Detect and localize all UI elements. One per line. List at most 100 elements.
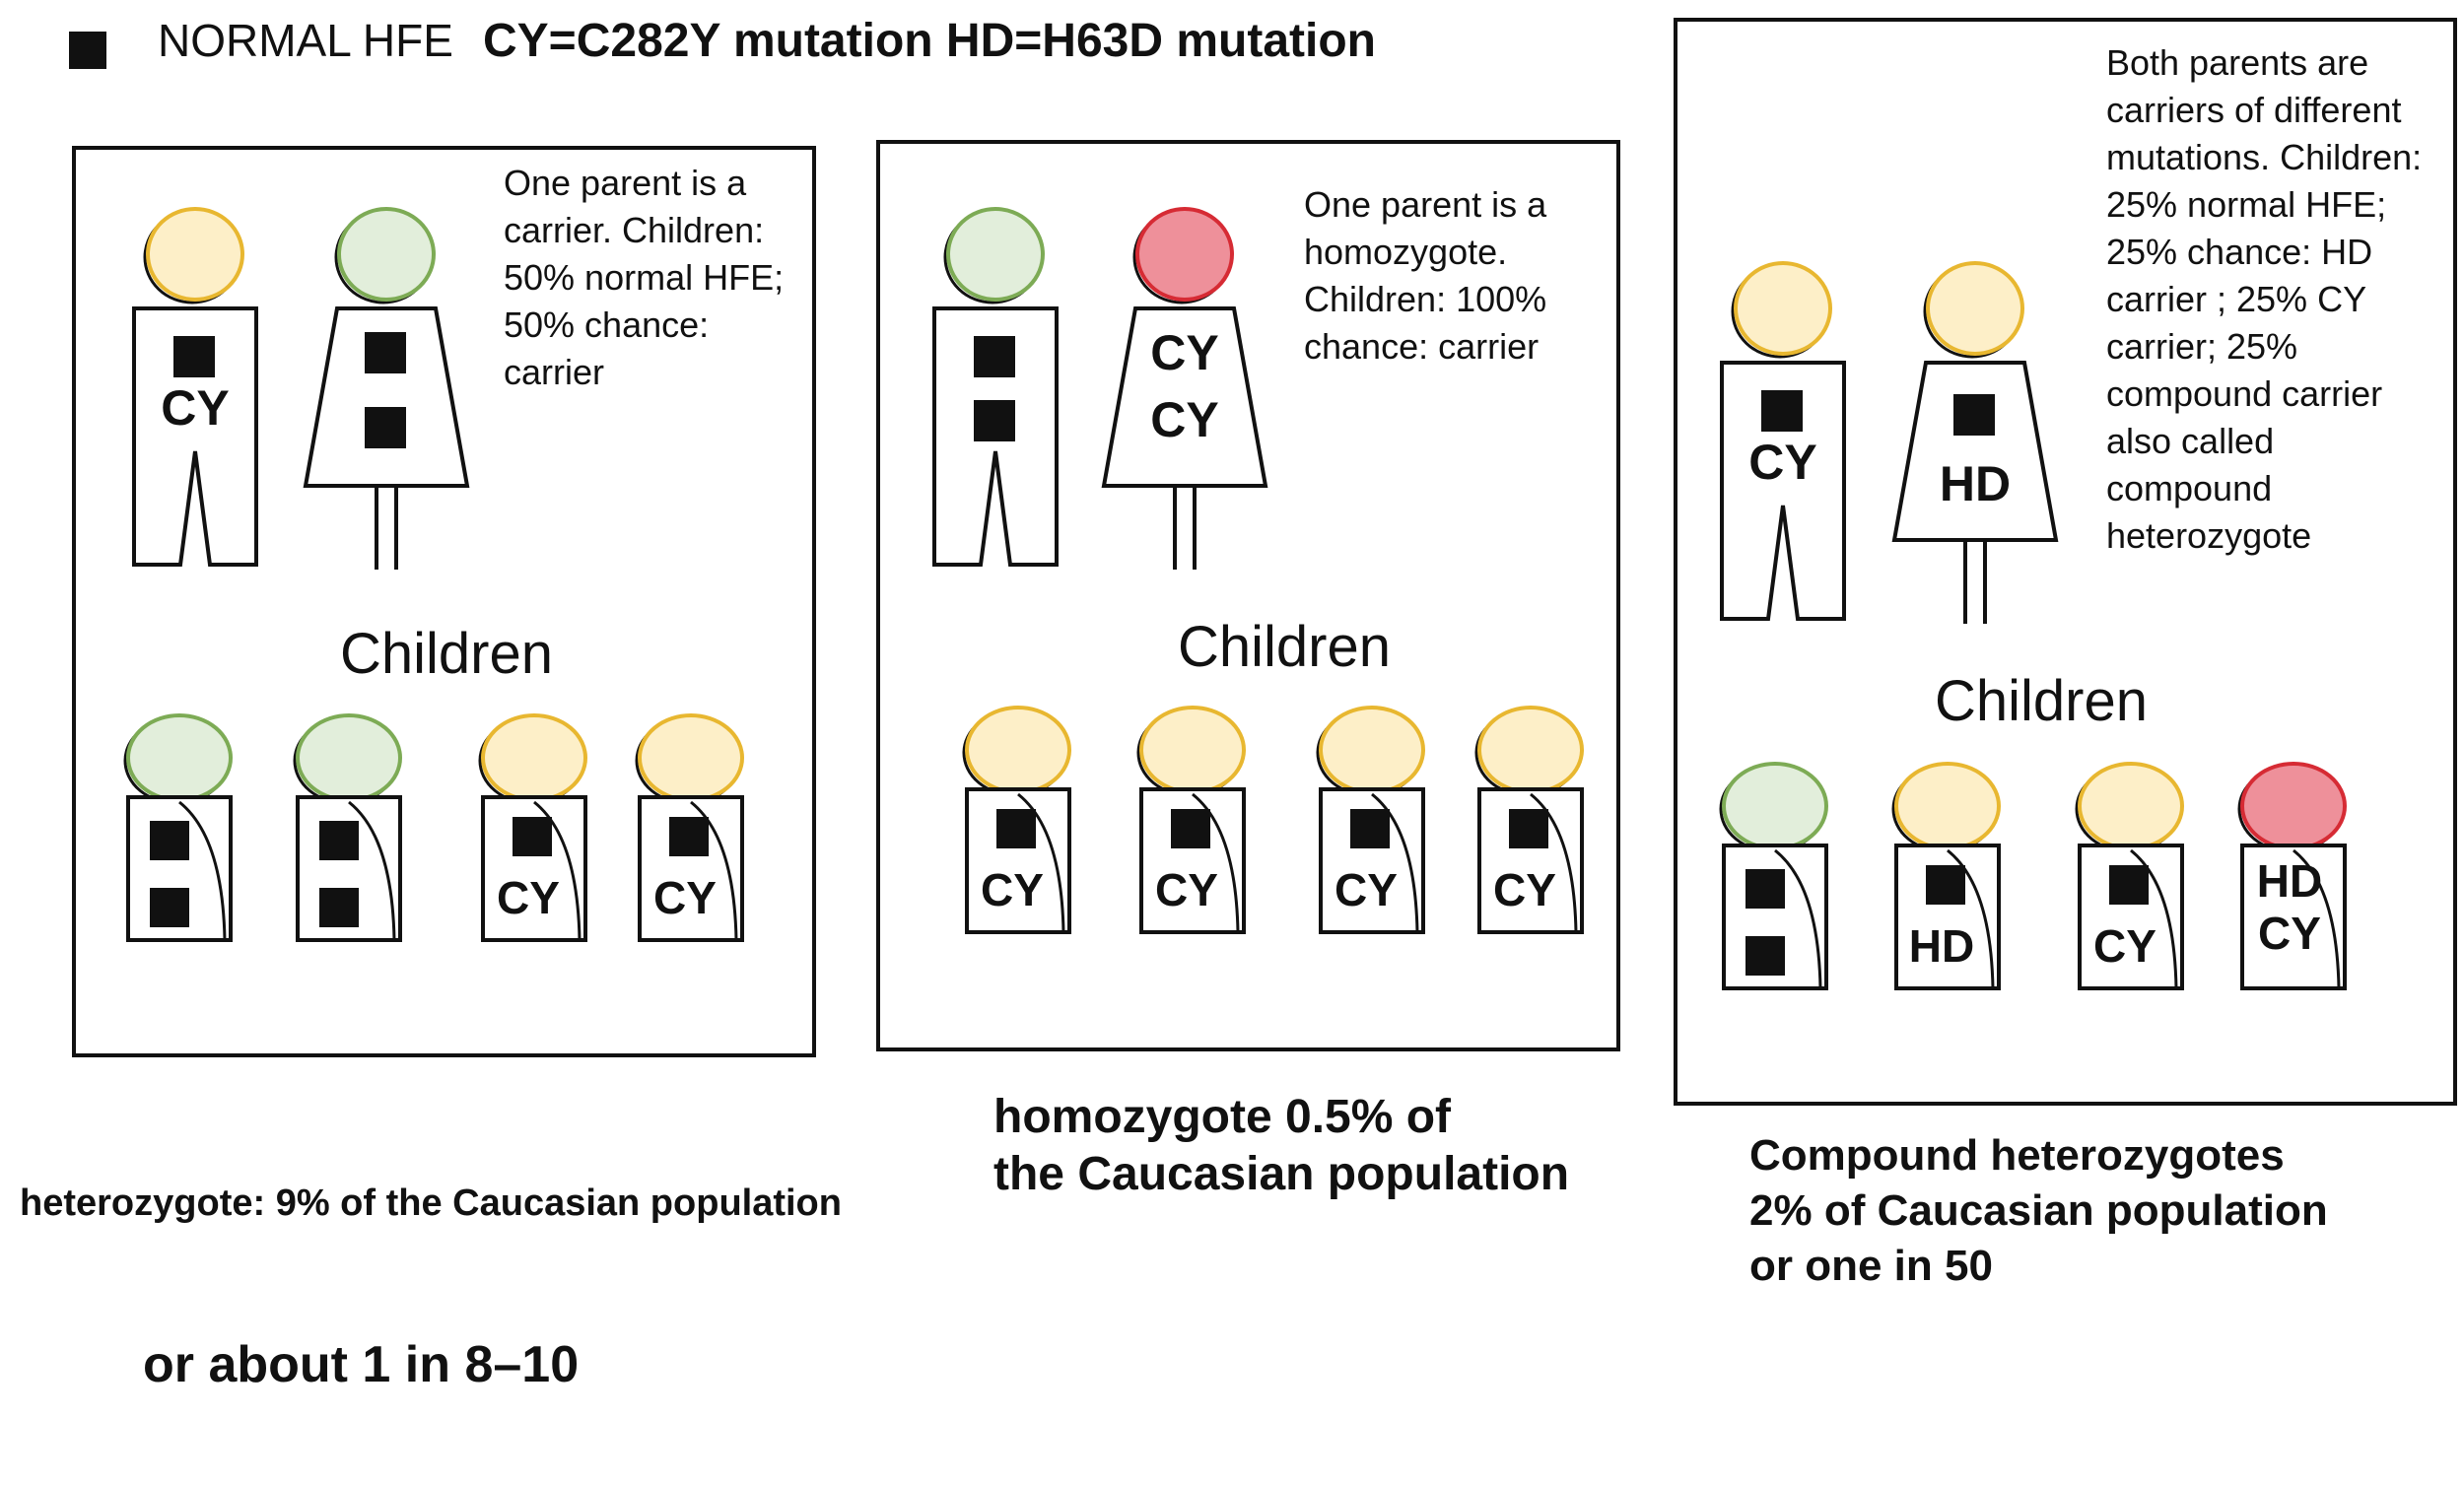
normal-hfe-square [319, 888, 359, 927]
child-head [1894, 762, 2001, 850]
child-arm-line [1371, 792, 1419, 933]
panel-2-caption: homozygote 0.5% of the Caucasian populat… [993, 1091, 1570, 1200]
woman-head [1926, 261, 2024, 356]
mutation-label: HD [2257, 855, 2322, 907]
normal-hfe-square [150, 821, 189, 860]
child-arm-line [2130, 848, 2178, 989]
mutation-label: CY [161, 380, 229, 436]
child-arm-line [1192, 792, 1240, 933]
child-arm-line [1947, 848, 1995, 989]
normal-hfe-square [1761, 390, 1803, 432]
mutation-label: HD [1940, 456, 2011, 511]
panel-3-note: Both parents are carriers of different m… [2106, 42, 2423, 556]
child-arm-line [2293, 848, 2341, 989]
child-head [638, 713, 744, 802]
panel-2-child-4: CY [1474, 706, 1584, 934]
woman-body [303, 306, 470, 488]
normal-hfe-square [513, 817, 552, 856]
panel-3-child-2: HD [1891, 762, 2001, 990]
mutation-label: CY [1493, 864, 1556, 915]
panel-homozygote [876, 140, 1620, 1051]
mutation-label: CY [2258, 908, 2321, 959]
normal-hfe-square [2109, 865, 2149, 905]
child-arm-line [1530, 792, 1578, 933]
panel-3-child-1 [1719, 762, 1828, 990]
child-head [126, 713, 233, 802]
panel-3-parent-woman: HD [1891, 261, 2059, 624]
normal-hfe-square [365, 407, 406, 448]
legend-mutation-codes: CY=C282Y mutation HD=H63D mutation [483, 15, 1376, 67]
child-head [1319, 706, 1425, 794]
woman-head [337, 207, 436, 302]
normal-hfe-square [1953, 394, 1995, 436]
mutation-label: CY [653, 872, 717, 923]
woman-body [1101, 306, 1268, 488]
panel-2-child-2: CY [1136, 706, 1246, 934]
normal-hfe-square [365, 332, 406, 373]
normal-hfe-square [319, 821, 359, 860]
panel-3-children-label: Children [1935, 669, 2148, 733]
panel-2-children-label: Children [1178, 615, 1391, 679]
panel-1-child-4: CY [635, 713, 744, 942]
child-arm-line [178, 800, 227, 941]
mutation-label: CY [1155, 864, 1218, 915]
legend-normal-hfe: NORMAL HFE [158, 15, 453, 66]
child-head [481, 713, 587, 802]
normal-hfe-square [1171, 809, 1210, 848]
woman-body [1891, 361, 2059, 542]
child-head [965, 706, 1071, 794]
child-arm-line [348, 800, 396, 941]
woman-head [1135, 207, 1234, 302]
child-arm-line [690, 800, 738, 941]
child-arm-line [1017, 792, 1065, 933]
normal-hfe-square [1509, 809, 1548, 848]
mutation-label: CY [497, 872, 560, 923]
mutation-label: CY [1150, 392, 1218, 447]
panel-3-parent-man: CY [1720, 261, 1846, 621]
panel-1-parent-man: CY [132, 207, 258, 567]
panel-1-child-1 [123, 713, 233, 942]
man-head [946, 207, 1045, 302]
man-head [1734, 261, 1832, 356]
mutation-label: HD [1909, 920, 1974, 972]
normal-hfe-square [150, 888, 189, 927]
child-body [2240, 844, 2347, 990]
panel-2-note: One parent is a homozygote. Children: 10… [1304, 184, 1547, 367]
man-head [146, 207, 244, 302]
child-head [2078, 762, 2184, 850]
child-head [1477, 706, 1584, 794]
panel-1-children-label: Children [340, 622, 553, 686]
mutation-label: CY [1150, 325, 1218, 380]
panel-1-child-2 [293, 713, 402, 942]
panel-compound-heterozygote [1674, 18, 2457, 1106]
normal-hfe-square [1926, 865, 1965, 905]
child-arm-line [1774, 848, 1822, 989]
mutation-label: CY [1335, 864, 1398, 915]
panel-1-caption-line-1: heterozygote: 9% of the Caucasian popula… [20, 1182, 842, 1224]
child-arm-line [533, 800, 582, 941]
child-head [296, 713, 402, 802]
panel-1-caption-line-2: or about 1 in 8–10 [143, 1336, 580, 1393]
normal-hfe-square [669, 817, 709, 856]
man-body [132, 306, 258, 567]
man-body [1720, 361, 1846, 621]
panel-2-child-1: CY [962, 706, 1071, 934]
normal-hfe-square [996, 809, 1036, 848]
normal-hfe-square [173, 336, 215, 377]
panel-1-parent-woman [303, 207, 470, 570]
normal-hfe-square [974, 400, 1015, 441]
normal-hfe-square [1745, 869, 1785, 909]
mutation-label: CY [981, 864, 1044, 915]
child-head [1722, 762, 1828, 850]
panel-2-parent-man [932, 207, 1059, 567]
normal-hfe-square [1350, 809, 1390, 848]
normal-hfe-square [1745, 936, 1785, 976]
panel-2-child-3: CY [1316, 706, 1425, 934]
panel-heterozygote [72, 146, 816, 1057]
panel-1-child-3: CY [478, 713, 587, 942]
child-head [1139, 706, 1246, 794]
panel-2-parent-woman: CY CY [1101, 207, 1268, 570]
mutation-label: CY [2093, 920, 2156, 972]
